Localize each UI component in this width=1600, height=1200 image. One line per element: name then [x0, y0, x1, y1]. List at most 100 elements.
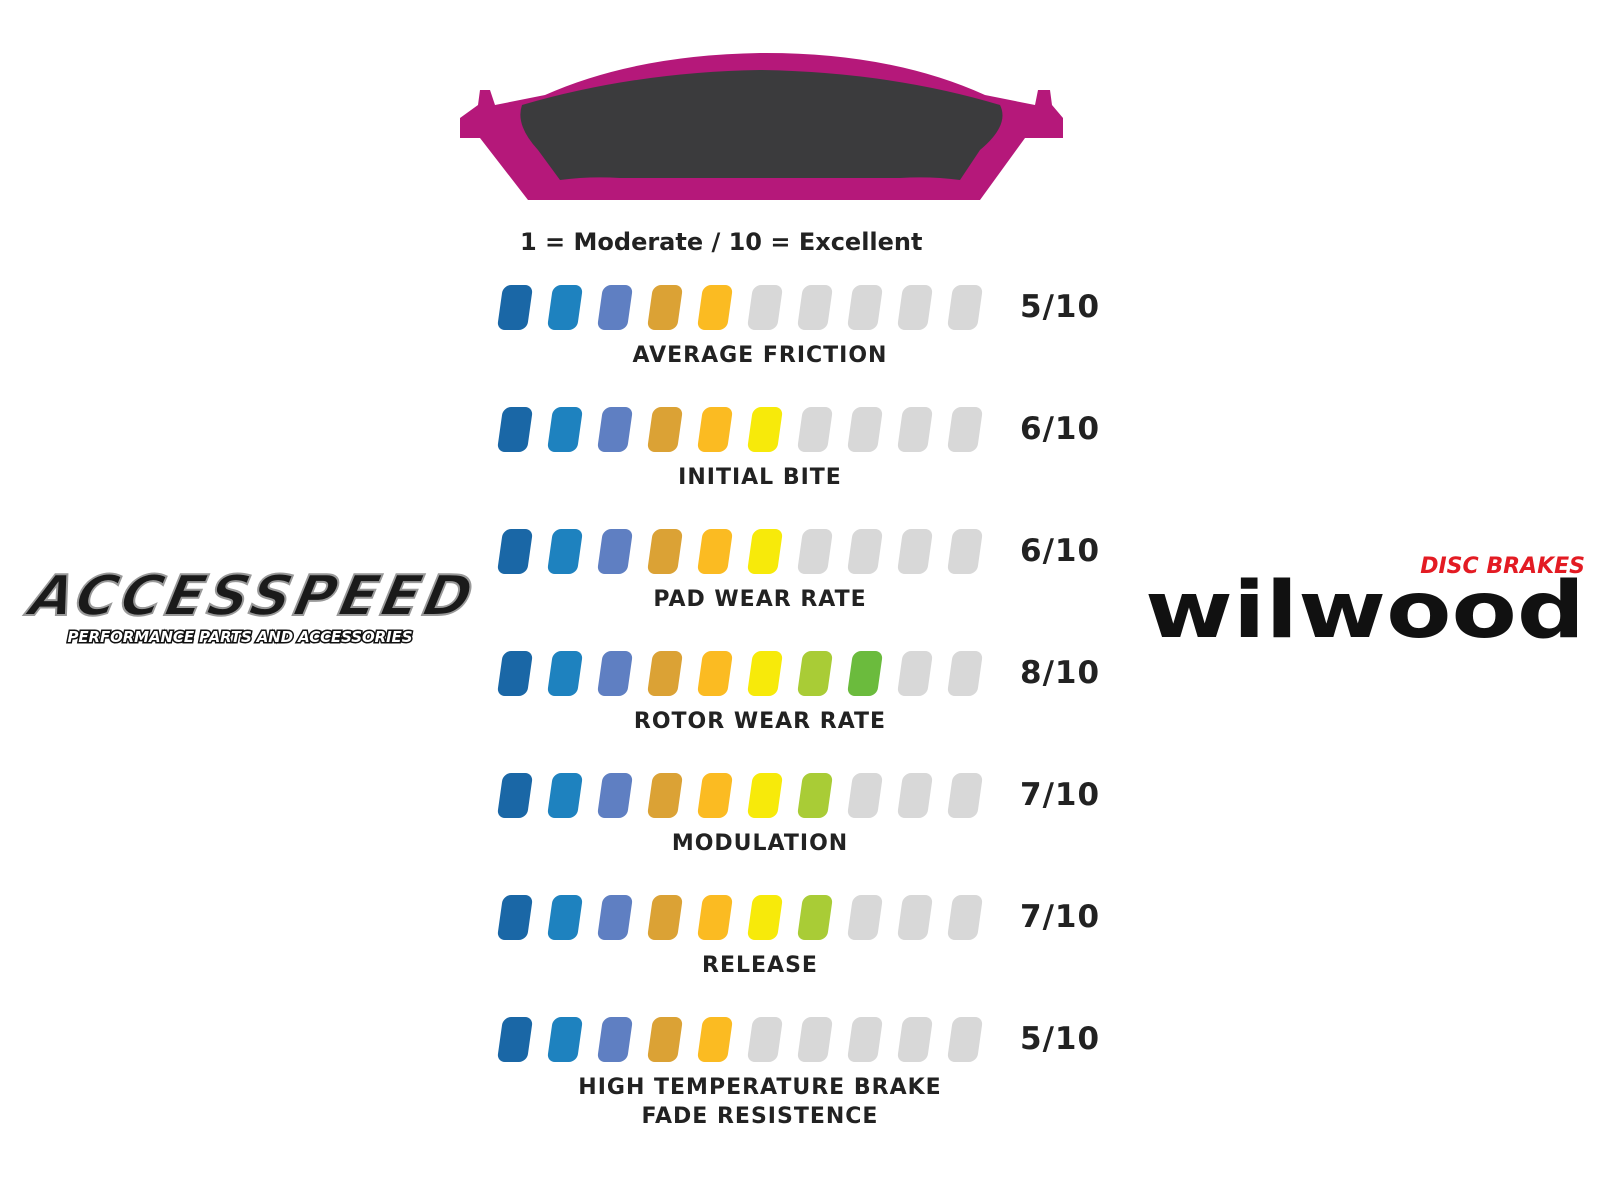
rating-segment-empty — [896, 1017, 934, 1062]
rating-label-line: INITIAL BITE — [678, 465, 842, 490]
rating-segment-empty — [846, 1017, 884, 1062]
rating-segment-filled — [546, 651, 584, 696]
rating-label: HIGH TEMPERATURE BRAKE FADE RESISTENCE — [500, 1073, 1020, 1131]
rating-segment-filled — [496, 407, 534, 452]
brake-pad-illustration — [460, 52, 1063, 201]
rating-bar — [496, 1017, 1000, 1063]
rating-segment-empty — [896, 285, 934, 330]
rating-bar — [496, 895, 1000, 941]
rating-segment-empty — [946, 407, 984, 452]
rating-score: 7/10 — [1020, 899, 1101, 935]
rating-segment-empty — [846, 285, 884, 330]
rating-segment-filled — [596, 407, 634, 452]
rating-segment-empty — [946, 773, 984, 818]
rating-segment-empty — [946, 895, 984, 940]
rating-score: 6/10 — [1020, 411, 1101, 447]
rating-segment-empty — [796, 285, 834, 330]
rating-bar — [496, 529, 1000, 575]
rating-segment-filled — [546, 895, 584, 940]
rating-segment-filled — [696, 1017, 734, 1062]
rating-score: 8/10 — [1020, 655, 1101, 691]
rating-segment-filled — [796, 895, 834, 940]
rating-segment-empty — [946, 529, 984, 574]
rating-segment-filled — [796, 651, 834, 696]
rating-label: PAD WEAR RATE — [500, 585, 1020, 614]
rating-segment-empty — [896, 773, 934, 818]
rating-segment-empty — [846, 773, 884, 818]
rating-bar — [496, 651, 1000, 697]
rating-segment-filled — [546, 285, 584, 330]
rating-label: RELEASE — [500, 951, 1020, 980]
rating-segment-filled — [746, 773, 784, 818]
rating-segment-empty — [846, 529, 884, 574]
rating-segment-filled — [546, 529, 584, 574]
brake-pad-friction-material — [520, 70, 1003, 180]
rating-segment-filled — [646, 895, 684, 940]
wilwood-logo: DISC BRAKES wilwood — [1145, 554, 1585, 655]
rating-segment-empty — [946, 1017, 984, 1062]
rating-segment-filled — [796, 773, 834, 818]
rating-segment-empty — [896, 895, 934, 940]
rating-segment-filled — [596, 1017, 634, 1062]
rating-label-line: ROTOR WEAR RATE — [633, 709, 887, 734]
rating-segment-filled — [646, 1017, 684, 1062]
rating-segment-filled — [546, 773, 584, 818]
rating-label-line: FADE RESISTENCE — [641, 1104, 879, 1129]
rating-label: ROTOR WEAR RATE — [500, 707, 1020, 736]
rating-segment-empty — [846, 407, 884, 452]
scale-note: 1 = Moderate / 10 = Excellent — [520, 228, 923, 256]
rating-label-line: PAD WEAR RATE — [653, 587, 867, 612]
rating-segment-empty — [746, 1017, 784, 1062]
rating-segment-filled — [596, 285, 634, 330]
rating-segment-filled — [696, 285, 734, 330]
rating-segment-filled — [496, 1017, 534, 1062]
rating-label-line: HIGH TEMPERATURE BRAKE — [578, 1075, 942, 1100]
rating-segment-empty — [796, 1017, 834, 1062]
rating-segment-empty — [946, 651, 984, 696]
rating-segment-empty — [896, 651, 934, 696]
rating-label: MODULATION — [500, 829, 1020, 858]
rating-score: 6/10 — [1020, 533, 1101, 569]
rating-segment-filled — [746, 651, 784, 696]
rating-segment-filled — [496, 773, 534, 818]
rating-segment-filled — [696, 529, 734, 574]
rating-bar — [496, 285, 1000, 331]
rating-segment-filled — [496, 285, 534, 330]
rating-segment-filled — [746, 529, 784, 574]
svg-text:wilwood: wilwood — [1145, 566, 1585, 655]
rating-segment-filled — [846, 651, 884, 696]
rating-score: 7/10 — [1020, 777, 1101, 813]
rating-segment-filled — [696, 895, 734, 940]
rating-bar — [496, 773, 1000, 819]
rating-segment-empty — [896, 407, 934, 452]
rating-segment-filled — [596, 651, 634, 696]
rating-segment-filled — [546, 407, 584, 452]
rating-segment-filled — [646, 651, 684, 696]
rating-label-line: RELEASE — [702, 953, 818, 978]
rating-score: 5/10 — [1020, 289, 1101, 325]
rating-segment-filled — [546, 1017, 584, 1062]
rating-segment-filled — [646, 773, 684, 818]
rating-segment-empty — [796, 407, 834, 452]
rating-segment-filled — [596, 773, 634, 818]
rating-segment-filled — [696, 651, 734, 696]
rating-label: INITIAL BITE — [500, 463, 1020, 492]
rating-segment-filled — [746, 895, 784, 940]
rating-label: AVERAGE FRICTION — [500, 341, 1020, 370]
rating-segment-empty — [746, 285, 784, 330]
rating-segment-filled — [496, 529, 534, 574]
rating-segment-filled — [596, 895, 634, 940]
svg-text:ACCESSPEED: ACCESSPEED — [20, 564, 478, 629]
rating-label-line: AVERAGE FRICTION — [632, 343, 888, 368]
accesspeed-logo: ACCESSPEED PERFORMANCE PARTS AND ACCESSO… — [19, 563, 479, 648]
rating-segment-empty — [796, 529, 834, 574]
rating-segment-filled — [696, 773, 734, 818]
rating-segment-empty — [946, 285, 984, 330]
rating-segment-filled — [646, 285, 684, 330]
